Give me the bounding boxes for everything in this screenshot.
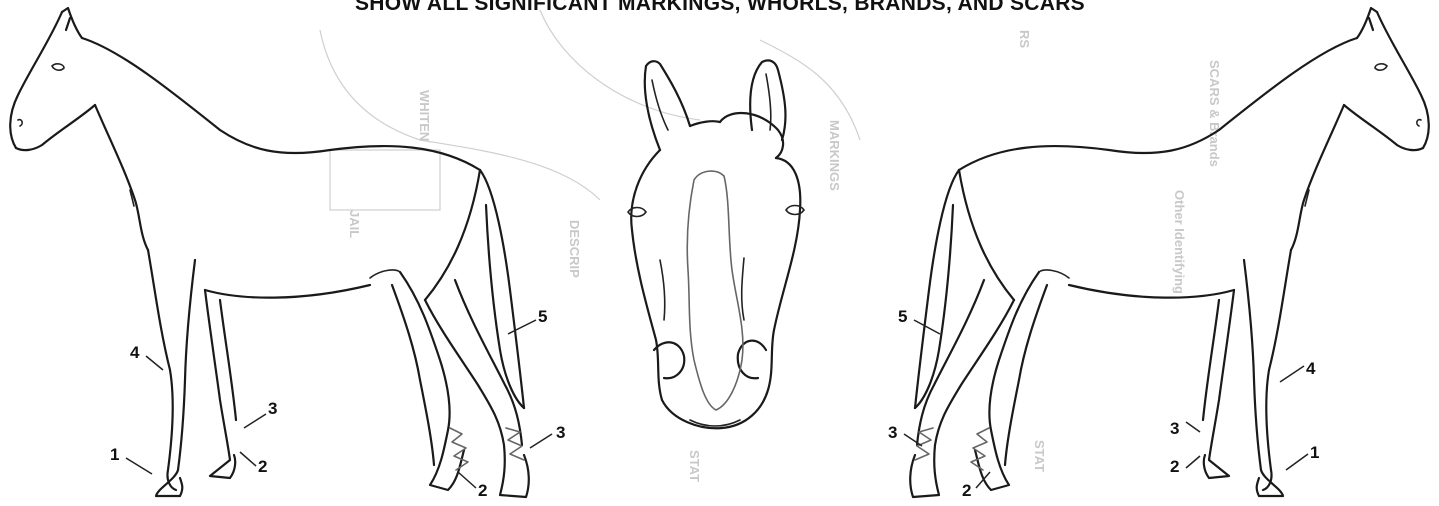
left-label-2-hind: 2: [478, 481, 487, 500]
right-label-3-front: 3: [1170, 419, 1179, 438]
svg-text:RS: RS: [1017, 30, 1032, 48]
page-title: SHOW ALL SIGNIFICANT MARKINGS, WHORLS, B…: [355, 0, 1085, 15]
svg-text:JAIL: JAIL: [347, 210, 362, 238]
left-label-4: 4: [130, 343, 140, 362]
left-label-3-front: 3: [268, 399, 277, 418]
left-label-1: 1: [110, 445, 119, 464]
right-label-4: 4: [1306, 359, 1316, 378]
right-label-2-hind: 2: [962, 481, 971, 500]
svg-text:WHITEN: WHITEN: [417, 90, 432, 141]
svg-text:DESCRIP: DESCRIP: [567, 220, 582, 278]
left-label-3-hind: 3: [556, 423, 565, 442]
svg-text:Other Identifying: Other Identifying: [1172, 190, 1187, 294]
svg-text:STAT: STAT: [1032, 440, 1047, 472]
front-head-blaze-marking: [687, 171, 743, 410]
left-horse-outline: [10, 8, 529, 497]
front-head-outline: [628, 60, 804, 428]
left-label-2-front: 2: [258, 457, 267, 476]
show-through-background: WHITEN DESCRIP JAIL MARKINGS RS SCARS & …: [320, 10, 1222, 482]
right-label-5: 5: [898, 307, 907, 326]
right-label-3-hind: 3: [888, 423, 897, 442]
right-label-1: 1: [1310, 443, 1319, 462]
left-label-5: 5: [538, 307, 547, 326]
svg-text:MARKINGS: MARKINGS: [827, 120, 842, 191]
svg-text:STAT: STAT: [687, 450, 702, 482]
right-label-2-front: 2: [1170, 457, 1179, 476]
svg-text:SCARS & Brands: SCARS & Brands: [1207, 60, 1222, 167]
